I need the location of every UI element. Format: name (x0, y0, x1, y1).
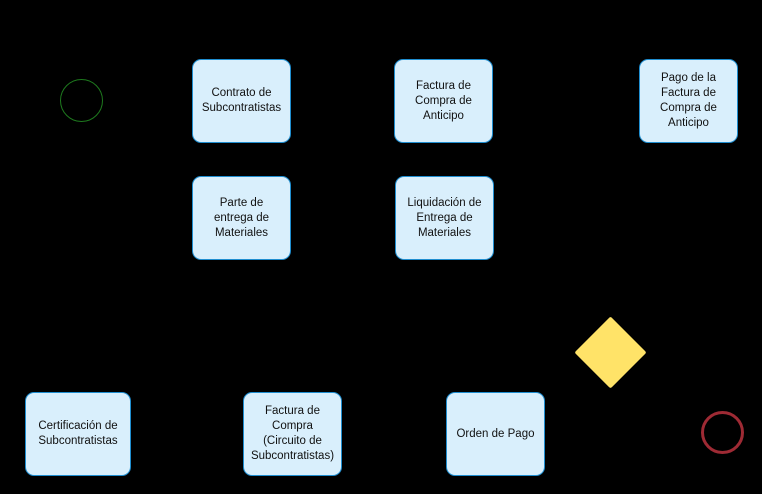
end-event[interactable] (701, 411, 744, 454)
task-label: Contrato de Subcontratistas (201, 87, 282, 114)
task-liquidacion-de-entrega-de-materiales[interactable]: Liquidación de Entrega de Materiales (395, 176, 494, 260)
task-pago-de-la-factura-de-compra-de-anticipo[interactable]: Pago de la Factura de Compra de Anticipo (639, 59, 738, 143)
task-label: Parte de entrega de Materiales (214, 196, 269, 239)
task-label: Factura de Compra (Circuito de Subcontra… (250, 405, 335, 462)
task-factura-de-compra-circuito-de-subcontratistas[interactable]: Factura de Compra (Circuito de Subcontra… (243, 392, 342, 476)
task-contrato-de-subcontratistas[interactable]: Contrato de Subcontratistas (192, 59, 291, 143)
task-orden-de-pago[interactable]: Orden de Pago (446, 392, 545, 476)
task-parte-de-entrega-de-materiales[interactable]: Parte de entrega de Materiales (192, 176, 291, 260)
gateway-diamond[interactable] (574, 316, 647, 389)
start-event[interactable] (60, 79, 103, 122)
task-label: Factura de Compra de Anticipo (415, 79, 472, 122)
task-label: Orden de Pago (456, 427, 535, 440)
task-certificacion-de-subcontratistas[interactable]: Certificación de Subcontratistas (25, 392, 131, 476)
task-label: Liquidación de Entrega de Materiales (407, 196, 482, 239)
task-label: Pago de la Factura de Compra de Anticipo (660, 72, 717, 129)
task-factura-de-compra-de-anticipo[interactable]: Factura de Compra de Anticipo (394, 59, 493, 143)
gateway-shape (574, 316, 647, 389)
task-label: Certificación de Subcontratistas (38, 420, 118, 447)
